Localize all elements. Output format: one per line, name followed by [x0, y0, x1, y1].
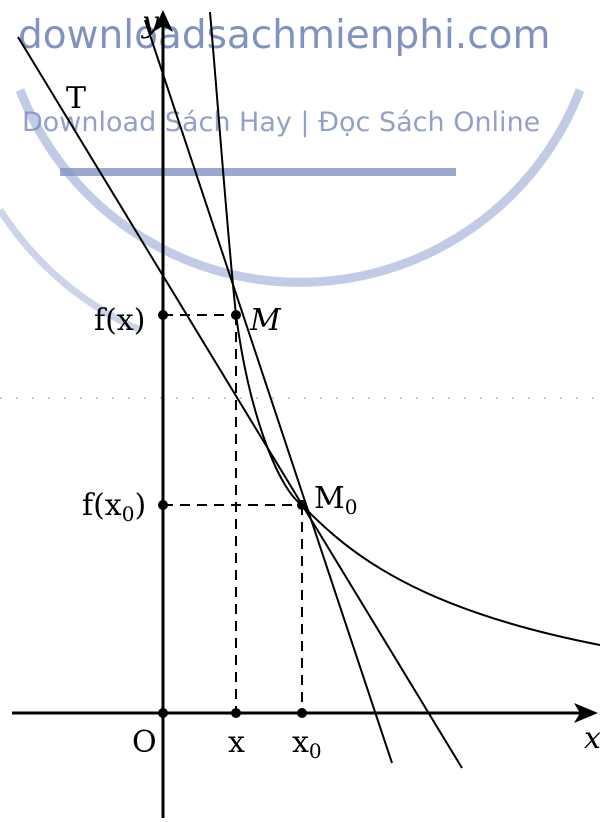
guide-lines: [163, 314, 303, 713]
point-m0: [297, 500, 307, 510]
watermark-site: downloadsachmienphi.com: [18, 13, 551, 58]
watermark-tagline: Download Sách Hay | Đọc Sách Online: [22, 107, 540, 138]
point-x: [231, 708, 241, 718]
point-fx: [158, 310, 168, 320]
watermark-arc: [15, 88, 585, 287]
point-m0-label: M0: [314, 481, 357, 519]
tangent-line: [17, 36, 463, 769]
point-fx0: [158, 500, 168, 510]
fx0-label: f(x0): [82, 488, 146, 526]
y-axis-label: y: [140, 5, 160, 40]
watermark: downloadsachmienphi.com Download Sách Ha…: [0, 13, 585, 334]
point-m: [231, 310, 241, 320]
secant-line: [144, 19, 393, 764]
watermark-bar: [60, 168, 456, 176]
y-axis-arrow: [153, 10, 173, 32]
point-x0: [297, 708, 307, 718]
x0-tick-label: x0: [292, 725, 322, 763]
origin-label: O: [132, 725, 157, 760]
points: [158, 310, 307, 718]
point-m-label: M: [249, 303, 282, 338]
x-tick-label: x: [228, 725, 245, 760]
point-origin: [158, 708, 168, 718]
tangent-label: T: [66, 81, 86, 116]
x-axis-arrow: [574, 703, 598, 723]
watermark-arc-left: [0, 208, 142, 334]
fx-label: f(x): [94, 303, 145, 338]
x-axis-label: x: [584, 721, 600, 756]
